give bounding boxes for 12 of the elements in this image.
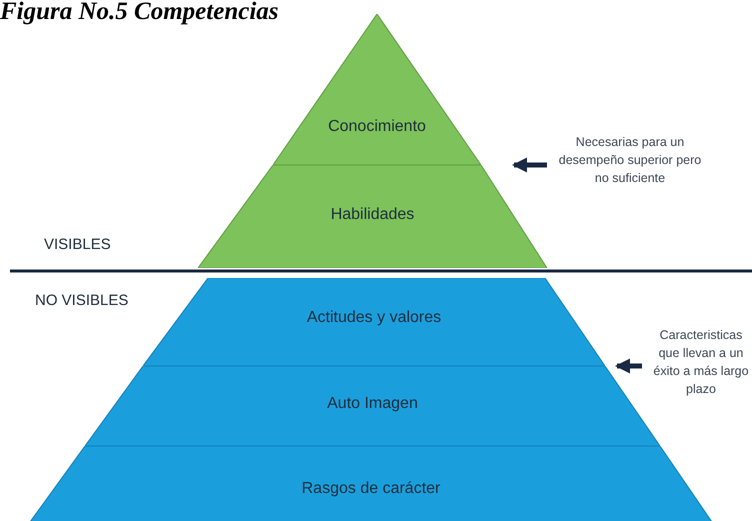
annotation-text: Caracteristicas que llevan a un éxito a más largo plazo <box>652 327 750 398</box>
layer-label: Habilidades <box>330 206 416 224</box>
section-label: VISIBLES <box>44 236 111 253</box>
layer-label: Conocimiento <box>327 118 427 136</box>
layer-label: Actitudes y valores <box>306 309 442 327</box>
section-label: NO VISIBLES <box>35 292 128 309</box>
layer-label: Auto Imagen <box>326 395 419 413</box>
layer-label: Rasgos de carácter <box>300 480 442 498</box>
figure-title: Figura No.5 Competencias <box>0 0 278 26</box>
arrow <box>512 158 547 172</box>
annotation-text: Necesarias para un desempeño superior pero no suficiente <box>558 134 702 187</box>
arrow <box>615 358 642 374</box>
